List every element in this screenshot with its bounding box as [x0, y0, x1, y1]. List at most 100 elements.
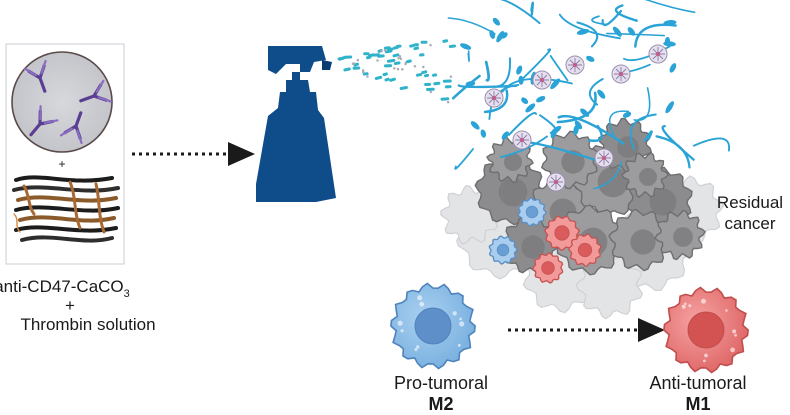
fibrin-strand: [549, 55, 569, 82]
fibrin-node: [501, 131, 509, 140]
spray-droplet: [431, 73, 438, 77]
fibrin-strand: [483, 89, 509, 114]
fibrin-node: [525, 103, 536, 113]
macrophage-nucleus: [525, 205, 539, 219]
fibrin-node: [489, 30, 496, 39]
tumor-cell-nucleus: [673, 227, 693, 247]
spray-droplet: [395, 44, 402, 48]
spray-droplet: [433, 81, 441, 86]
tumor-cell-nucleus: [521, 235, 545, 259]
spray-droplet: [429, 90, 433, 94]
residual-cancer-label-line1: Residual: [717, 193, 783, 212]
label-thrombin-solution: Thrombin solution: [20, 315, 155, 334]
spray-droplet: [353, 62, 356, 65]
fibrin-node: [586, 55, 595, 62]
spray-droplet: [366, 55, 372, 60]
m1-code: M1: [685, 394, 710, 414]
label-anti-cd47-caco3: anti-CD47-CaCO3: [0, 277, 130, 300]
spray-droplet: [383, 64, 393, 68]
spray-droplet: [362, 72, 369, 76]
fibrin-strand: [499, 0, 541, 25]
tumor-cell-nucleus: [617, 136, 639, 158]
fibrin-node: [500, 32, 508, 39]
spray-droplet: [363, 52, 370, 56]
spray-droplet: [419, 53, 425, 57]
spray-droplet: [421, 70, 428, 75]
label-plus: +: [65, 296, 75, 315]
spray-droplet: [338, 55, 347, 61]
tumor-associated-macrophages: [488, 197, 602, 284]
fibrin-node: [470, 121, 480, 130]
fibrin-node: [622, 111, 632, 118]
residual-cancer-label-line2: cancer: [724, 214, 775, 233]
fibrin-node: [492, 17, 500, 26]
macrophage-vesicle: [397, 320, 403, 326]
spray-droplet: [399, 57, 403, 60]
macrophage-vesicle: [732, 329, 737, 334]
fibrin-strand: [643, 130, 653, 142]
spray-droplet: [366, 75, 369, 78]
fibrin-node: [573, 124, 579, 136]
fibrin-node: [550, 128, 557, 139]
spray-droplet: [356, 58, 360, 62]
tumor-cell-nucleus: [597, 166, 629, 198]
spray-droplet: [420, 40, 428, 44]
spray-droplet: [393, 61, 401, 66]
spray-droplet: [449, 75, 453, 78]
macrophage-vesicle: [704, 353, 708, 358]
macrophage-vesicle: [681, 304, 686, 309]
fibrin-node: [480, 129, 487, 138]
spray-droplet: [409, 44, 415, 48]
panel-plus-small: +: [58, 157, 65, 171]
spray-droplet: [446, 100, 450, 104]
spray-droplet: [413, 46, 420, 51]
spray-droplet: [413, 43, 419, 47]
fibrin-strand: [591, 15, 608, 26]
macrophage-nucleus: [496, 243, 510, 257]
fibrin-strand: [467, 50, 470, 62]
macrophage-vesicle: [730, 347, 735, 353]
macrophage-nucleus: [541, 261, 555, 275]
spray-droplet: [406, 59, 412, 64]
spray-droplet: [384, 77, 390, 82]
macrophage-icon: [663, 286, 749, 374]
fibrin-strand: [493, 57, 512, 88]
fibrin-node: [627, 27, 636, 36]
spray-droplet: [440, 97, 450, 101]
fibrin-strand: [454, 148, 474, 170]
fibrin-strand: [558, 13, 621, 40]
fibrin-strand: [655, 135, 691, 169]
tumor-cell-nucleus: [561, 150, 585, 174]
spray-droplet: [397, 56, 400, 60]
fibrin-node: [521, 97, 529, 104]
macrophage-vesicle: [452, 311, 457, 316]
fibrin-strand: [557, 114, 625, 145]
spray-droplet: [372, 53, 381, 57]
spray-droplet: [380, 49, 383, 53]
fibrin-node: [550, 78, 561, 90]
spray-droplet: [399, 85, 408, 90]
spray-droplet: [389, 77, 396, 82]
fibrin-node: [665, 101, 674, 114]
macrophage-vesicle: [688, 304, 692, 308]
spray-droplet: [392, 53, 400, 58]
fibrin-strand: [614, 4, 638, 22]
fibrin-strand: [447, 17, 496, 35]
fibrin-node: [576, 28, 590, 35]
spray-droplet: [444, 85, 452, 89]
macrophage-icon: [390, 282, 476, 370]
spray-droplet: [383, 49, 387, 52]
spray-droplet: [422, 65, 425, 69]
spray-droplet: [387, 47, 394, 52]
macrophage-vesicle: [414, 348, 418, 352]
macrophage-vesicle: [703, 359, 706, 363]
macrophage-vesicle: [725, 309, 728, 312]
fibrin-strand: [661, 124, 695, 161]
tumor-cell-nucleus: [504, 153, 522, 171]
fibrin-node: [663, 20, 677, 26]
fibrin-strand: [508, 112, 537, 136]
spray-bottle-icon: [256, 46, 336, 202]
fibrin-strand: [606, 32, 665, 37]
macrophage-nucleus: [414, 307, 452, 345]
